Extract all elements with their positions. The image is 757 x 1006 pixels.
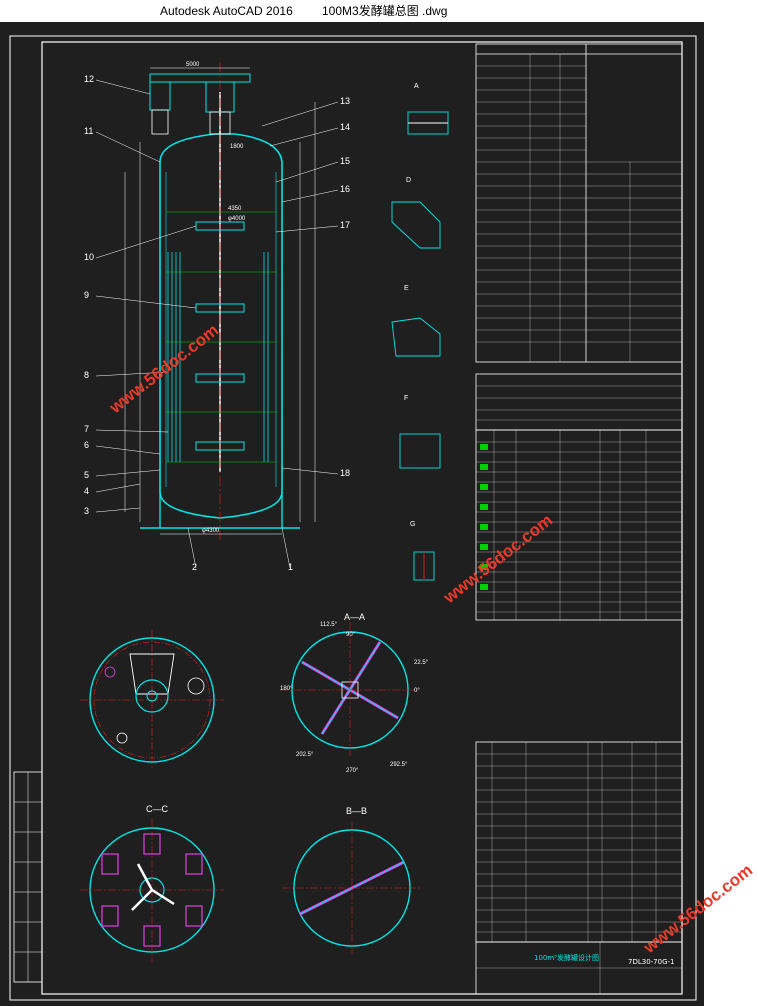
cad-drawing[interactable]: 12 11 10 9 8 7 6 5 4 3 2 1 13 14 15 16 1… — [0, 22, 704, 1006]
app-title: Autodesk AutoCAD 2016 — [160, 4, 293, 18]
sheet-border-outer — [9, 35, 697, 1001]
dim-4000: φ4000 — [228, 216, 246, 222]
part-label-5: 5 — [84, 470, 89, 480]
detail-labels: A D E F G — [404, 83, 419, 528]
part-label-8: 8 — [84, 370, 89, 380]
part-label-13: 13 — [340, 96, 350, 106]
angle-label-5: 180° — [280, 686, 293, 692]
section-cc-label: C—C — [146, 804, 168, 814]
angle-label-3: 292.5° — [390, 762, 408, 768]
section-aa-view — [280, 622, 420, 758]
nozzle-table-rows — [476, 385, 682, 620]
nozzle-table — [475, 373, 683, 621]
part-number-labels: 12 11 10 9 8 7 6 5 4 3 2 1 13 14 15 16 1… — [84, 74, 350, 572]
dim-1800: 1800 — [230, 144, 244, 150]
title-block-texts: 100m³发酵罐设计图 7DL30-70G-1 — [534, 953, 675, 966]
part-label-14: 14 — [340, 122, 350, 132]
angle-label-7: 270° — [346, 768, 359, 774]
angle-label-2: 22.5° — [414, 660, 429, 666]
part-label-17: 17 — [340, 220, 350, 230]
part-label-7: 7 — [84, 424, 89, 434]
window-titlebar: Autodesk AutoCAD 2016 100M3发酵罐总图 .dwg — [0, 0, 704, 22]
nozzle-marks — [480, 444, 488, 590]
detail-label-e: E — [404, 285, 409, 292]
spec-table — [475, 43, 683, 363]
dim-4350: 4350 — [228, 206, 242, 212]
section-aa-label: A—A — [344, 612, 365, 622]
title-block-drawing-no: 7DL30-70G-1 — [628, 958, 675, 966]
angle-label-1: 112.5° — [320, 622, 338, 628]
part-label-16: 16 — [340, 184, 350, 194]
section-bb-view — [282, 822, 422, 954]
part-label-11: 11 — [84, 126, 93, 136]
part-label-10: 10 — [84, 252, 94, 262]
detail-label-g: G — [410, 521, 415, 528]
dim-4300: φ4300 — [202, 528, 220, 534]
part-label-12: 12 — [84, 74, 94, 84]
part-label-4: 4 — [84, 486, 89, 496]
title-block-title: 100m³发酵罐设计图 — [534, 953, 599, 962]
part-label-3: 3 — [84, 506, 89, 516]
section-bb-label: B—B — [346, 806, 367, 816]
dimension-texts: 5000 1800 4350 φ4000 φ4300 — [186, 62, 246, 534]
detail-label-f: F — [404, 395, 408, 402]
angle-labels: 112.5° 22.5° 292.5° 202.5° 180° 0° 270° … — [280, 622, 429, 774]
angle-label-4: 202.5° — [296, 752, 314, 758]
parts-list-rows — [476, 742, 682, 994]
part-label-2: 2 — [192, 562, 197, 572]
angle-label-6: 0° — [414, 688, 420, 694]
top-plan-view — [80, 630, 224, 770]
spec-table-rows — [476, 54, 682, 362]
file-name: 100M3发酵罐总图 .dwg — [322, 4, 448, 18]
section-cc-view — [80, 818, 224, 962]
tank-elevation — [95, 62, 339, 569]
drawing-canvas[interactable]: 12 11 10 9 8 7 6 5 4 3 2 1 13 14 15 16 1… — [0, 22, 756, 1006]
part-label-6: 6 — [84, 440, 89, 450]
part-label-1: 1 — [288, 562, 293, 572]
detail-label-d: D — [406, 177, 411, 184]
part-label-15: 15 — [340, 156, 350, 166]
part-label-9: 9 — [84, 290, 89, 300]
part-label-18: 18 — [340, 468, 350, 478]
detail-label-a: A — [414, 83, 419, 90]
detail-views — [391, 111, 449, 581]
dim-top-width: 5000 — [186, 62, 200, 68]
angle-label-8: 90° — [346, 632, 356, 638]
